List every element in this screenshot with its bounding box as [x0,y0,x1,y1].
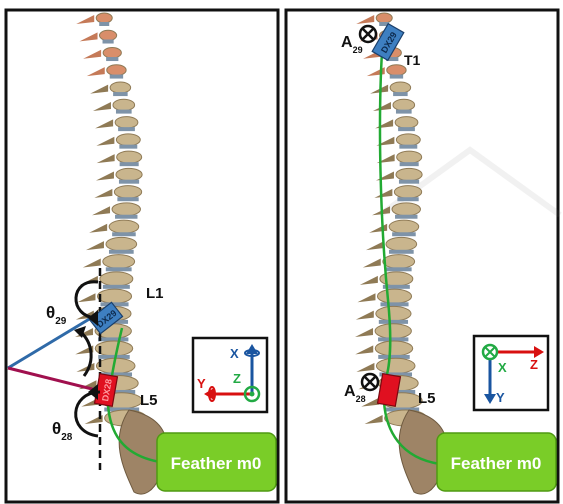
vertebra [377,289,411,303]
vertebra [110,82,131,93]
vertebra [383,255,415,269]
vertebra [112,203,140,216]
intervertebral-disc [393,92,408,96]
intervertebral-disc [118,127,135,131]
intervertebral-disc [112,232,136,236]
intervertebral-disc [119,180,139,184]
intervertebral-disc [396,110,412,114]
intervertebral-disc [386,267,412,271]
vertebra [394,186,421,199]
vertebra [109,220,139,233]
vertebra [117,151,142,163]
a28-marker [362,374,378,390]
vertebra [97,289,131,303]
vertebra [115,117,138,129]
intervertebral-disc [392,232,416,236]
vertebra [376,13,392,23]
vertebra [116,134,140,146]
vertebra [375,324,411,339]
l1-label-left: L1 [146,285,164,302]
axis-x-label-left: X [230,346,239,361]
axis-z-label-left: Z [233,371,241,386]
intervertebral-disc [398,127,415,131]
axis-y-label-right: Y [496,390,505,405]
vertebra [114,186,141,199]
a29-marker [360,26,376,42]
vertebra [100,30,117,40]
vertebra [103,48,121,59]
vertebra [113,99,135,110]
intervertebral-disc [119,145,137,149]
intervertebral-disc [117,197,138,201]
feather-board-right: Feather m0 [437,433,556,491]
axes-inset-left: X Y Z [193,338,267,412]
vertebra [100,272,133,286]
intervertebral-disc [103,40,114,44]
intervertebral-disc [380,302,408,306]
axis-x-label-right: X [498,360,507,375]
vertebra [376,306,411,320]
feather-board-left: Feather m0 [157,433,276,491]
axis-z-label-right: Z [530,357,538,372]
intervertebral-disc [110,75,123,79]
vertebra [390,82,411,93]
vertebra [103,255,135,269]
vertebra [389,220,419,233]
intervertebral-disc [106,57,118,61]
intervertebral-disc [399,145,417,149]
vertebra [376,358,415,373]
intervertebral-disc [389,250,414,254]
intervertebral-disc [395,215,417,219]
vertebra [116,168,142,180]
intervertebral-disc [115,215,137,219]
feather-label-left: Feather m0 [171,454,262,473]
feather-label-right: Feather m0 [451,454,542,473]
intervertebral-disc [400,162,419,166]
vertebra [396,134,420,146]
vertebra [397,151,422,163]
intervertebral-disc [397,197,418,201]
vertebra [392,203,420,216]
axis-y-label-left: Y [197,376,206,391]
vertebra [395,117,418,129]
intervertebral-disc [103,285,130,289]
vertebra [393,99,415,110]
vertebra [386,237,417,250]
vertebra [375,341,412,356]
intervertebral-disc [99,22,109,26]
vertebra [106,237,137,250]
l5-label-right: L5 [418,390,436,407]
intervertebral-disc [116,110,132,114]
t1-label: T1 [404,52,421,68]
intervertebral-disc [399,180,419,184]
vertebra [107,65,126,76]
vertebra [96,13,112,23]
l5-label-left: L5 [140,392,158,409]
vertebra [396,168,422,180]
intervertebral-disc [113,92,128,96]
intervertebral-disc [390,75,403,79]
intervertebral-disc [106,267,132,271]
intervertebral-disc [109,250,134,254]
intervertebral-disc [120,162,139,166]
axes-inset-right: X Z Y [474,336,548,410]
